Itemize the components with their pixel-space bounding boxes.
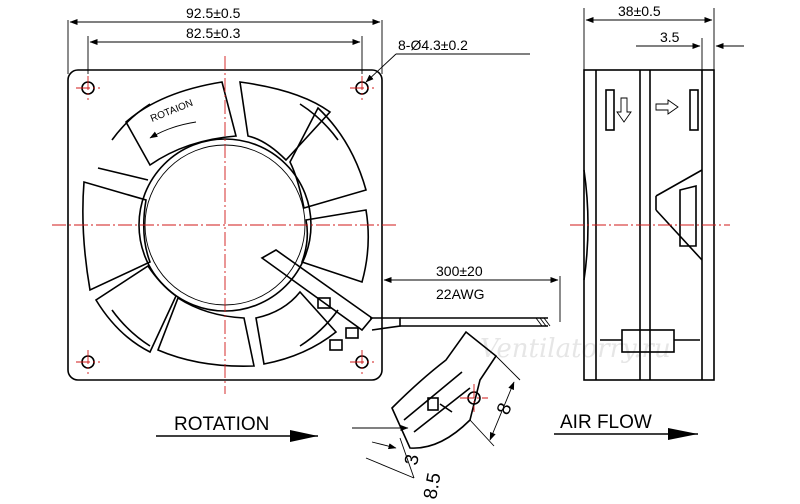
air-flow-label: AIR FLOW: [560, 412, 652, 433]
side-view: 38±0.5 3.5: [570, 3, 744, 381]
detail-dim-a: 8: [493, 400, 516, 418]
watermark: Ventilatorry.ru: [480, 334, 671, 364]
outer-width-dim: 92.5±0.5: [186, 5, 241, 21]
blade-window: [124, 81, 238, 167]
lead-wire-channel: [260, 249, 374, 332]
depth-dim: 38±0.5: [618, 3, 661, 19]
rotation-arrow-icon: [290, 430, 318, 442]
mount-holes-dim: 8-Ø4.3±0.2: [398, 37, 468, 53]
detail-view: 8 3 8.5: [352, 330, 521, 501]
blade-window: [156, 296, 255, 367]
down-arrow-icon: [616, 97, 632, 123]
blade-window: [300, 209, 370, 284]
blade-window: [239, 81, 332, 162]
lead-gauge-dim: 22AWG: [436, 286, 485, 302]
detail-dim-c: 8.5: [420, 471, 445, 501]
rotation-caption: ROTATION: [156, 414, 318, 442]
flange-dim: 3.5: [660, 29, 680, 45]
right-arrow-icon: [655, 99, 679, 115]
lead-length-dim: 300±20: [436, 263, 483, 279]
air-flow-arrow-icon: [668, 428, 698, 440]
rotation-label: ROTATION: [174, 414, 269, 435]
front-view: 92.5±0.5 82.5±0.3 8-Ø4.3±0.2 ROTAION: [52, 5, 561, 394]
hole-spacing-dim: 82.5±0.3: [186, 25, 241, 41]
blade-window: [82, 180, 152, 292]
detail-dim-b: 3: [401, 453, 424, 467]
air-flow-caption: AIR FLOW: [554, 412, 698, 440]
